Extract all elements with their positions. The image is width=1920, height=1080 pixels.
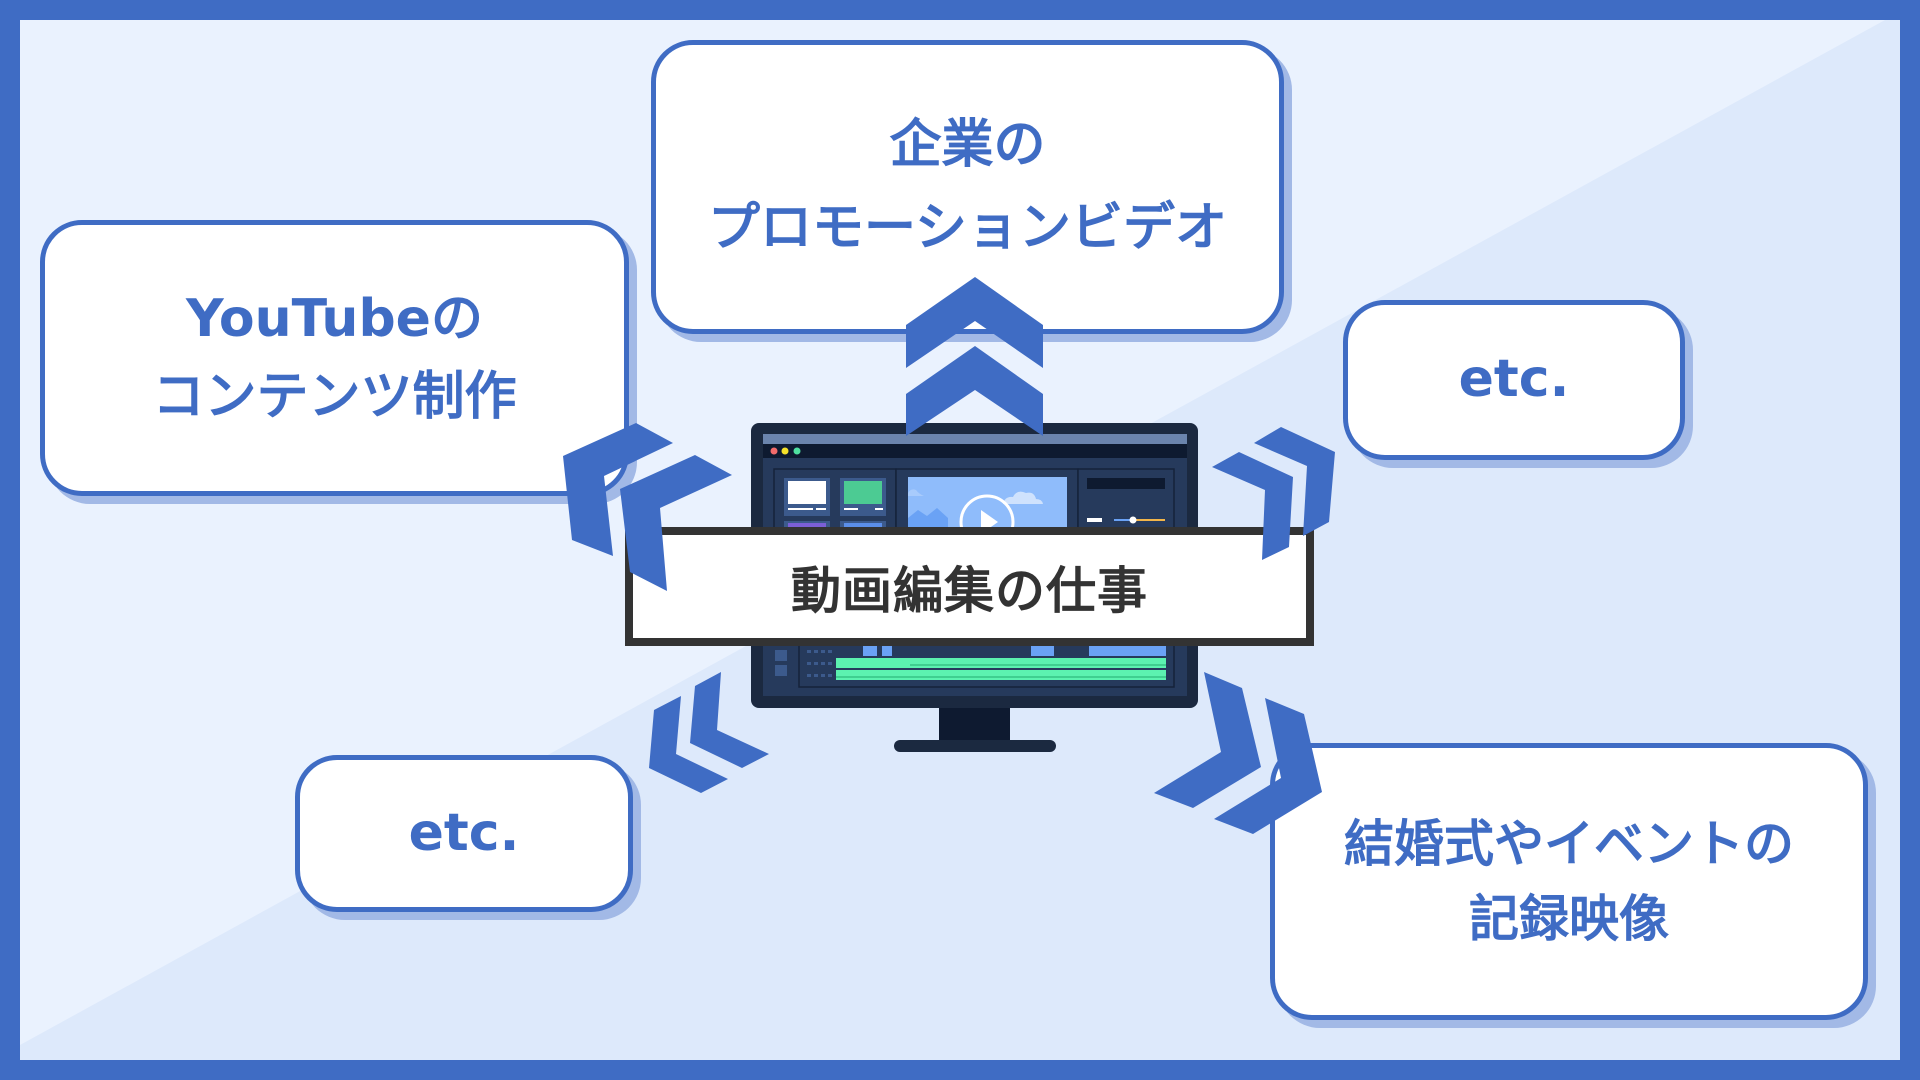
node-youtube-content-line-2: コンテンツ制作: [152, 367, 517, 427]
video-clip-1: [863, 646, 877, 656]
cloud-small-shape: [908, 489, 924, 496]
slider-track-left: [1114, 519, 1134, 521]
thumbnail-4-image: [844, 523, 882, 529]
monitor-stand-base: [894, 740, 1056, 752]
node-wedding-event-video-line-1: 結婚式やイベントの: [1344, 814, 1794, 873]
node-youtube-content: YouTubeの コンテンツ制作: [40, 220, 629, 496]
slider-knob: [1129, 516, 1137, 524]
node-etc-right: etc.: [1343, 300, 1685, 460]
thumbnail-2-caption: [844, 508, 858, 510]
thumbnail-1-caption: [788, 508, 813, 510]
video-clip-2: [882, 646, 892, 656]
thumbnail-2-meta: [875, 508, 883, 510]
thumbnail-2-image: [844, 481, 882, 504]
chevron-up-icon-1: [906, 277, 1043, 368]
audio-waveform-1: [910, 664, 1166, 666]
window-close-dot: [770, 447, 778, 455]
window-top-bar: [763, 434, 1187, 444]
node-etc-left: etc.: [295, 755, 633, 912]
thumbnail-3-image: [788, 523, 826, 529]
video-clip-4: [1089, 646, 1166, 656]
chevron-up-icon-2: [906, 346, 1043, 436]
chevron-down-left-icon-1: [649, 696, 728, 793]
window-title-bar: [763, 444, 1187, 458]
chevron-down-left-icon-2: [690, 672, 769, 768]
window-maximize-dot: [793, 447, 801, 455]
slider-track-right: [1134, 519, 1165, 521]
timeline-tool-3: [775, 665, 787, 676]
node-wedding-event-video: 結婚式やイベントの 記録映像: [1270, 743, 1868, 1020]
video-clip-3: [1031, 646, 1054, 656]
property-label: [1087, 518, 1102, 522]
track-handles: [807, 650, 832, 677]
audio-waveform-2: [836, 676, 1166, 678]
node-wedding-event-video-line-2: 記録映像: [1469, 889, 1669, 948]
audio-track-1: [836, 658, 1166, 668]
chevron-up-left-icon-2: [620, 455, 732, 591]
thumbnail-1-meta: [816, 508, 826, 510]
node-etc-right-label: etc.: [1458, 349, 1570, 410]
property-field: [1087, 478, 1165, 489]
node-promotion-video-line-1: 企業の: [889, 114, 1046, 175]
node-youtube-content-line-1: YouTubeの: [186, 289, 483, 349]
central-title-banner: 動画編集の仕事: [625, 527, 1314, 646]
node-etc-left-label: etc.: [408, 802, 520, 863]
chevron-down-right-icon-2: [1214, 698, 1322, 834]
central-title: 動画編集の仕事: [791, 561, 1148, 620]
audio-track-2: [836, 670, 1166, 680]
timeline-tool-2: [775, 650, 787, 661]
cloud-shape: [1003, 491, 1043, 504]
thumbnail-1-image: [788, 481, 826, 504]
chevron-up-right-icon-1: [1212, 452, 1293, 560]
window-minimize-dot: [781, 447, 789, 455]
node-promotion-video: 企業の プロモーションビデオ: [651, 40, 1284, 334]
chevron-up-right-icon-2: [1254, 427, 1335, 536]
chevron-up-left-icon-1: [563, 423, 673, 556]
node-promotion-video-line-2: プロモーションビデオ: [708, 198, 1227, 258]
chevron-down-right-icon-1: [1154, 672, 1261, 808]
